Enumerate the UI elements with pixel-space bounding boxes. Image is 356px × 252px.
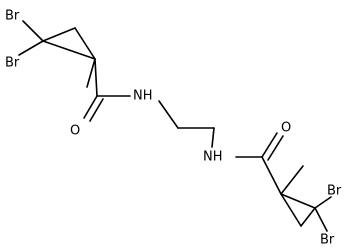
carbonyl-double-bond-left [83,95,98,119]
bond [18,40,44,56]
atom-nh: NH [133,89,153,104]
bond [158,100,179,129]
methyl-bond-right [280,165,304,195]
bond [314,207,328,232]
bond [22,20,44,42]
atom-br: Br [5,9,20,24]
cyclopropane-ring-left [42,27,96,60]
bond [211,127,215,148]
bond [280,193,316,209]
methyl-bond-left [86,58,96,88]
carbonyl-double-bond-right [261,132,278,158]
bond [42,27,76,42]
bond [280,193,302,227]
bond [42,40,96,60]
carbonyl-double-bond-left-2 [89,98,104,122]
atom-br: Br [5,56,20,71]
atom-br: Br [327,184,342,199]
bond [74,27,96,60]
carbonyl-double-bond-right-2 [267,135,284,161]
bond [300,207,316,227]
bond [314,196,332,209]
bond [261,156,282,195]
atom-o: O [281,121,291,136]
atom-br: Br [320,233,335,248]
cyclopropane-ring-right [280,193,316,227]
bond [94,58,98,97]
atom-nh: NH [203,150,223,165]
atom-o: O [70,124,80,139]
